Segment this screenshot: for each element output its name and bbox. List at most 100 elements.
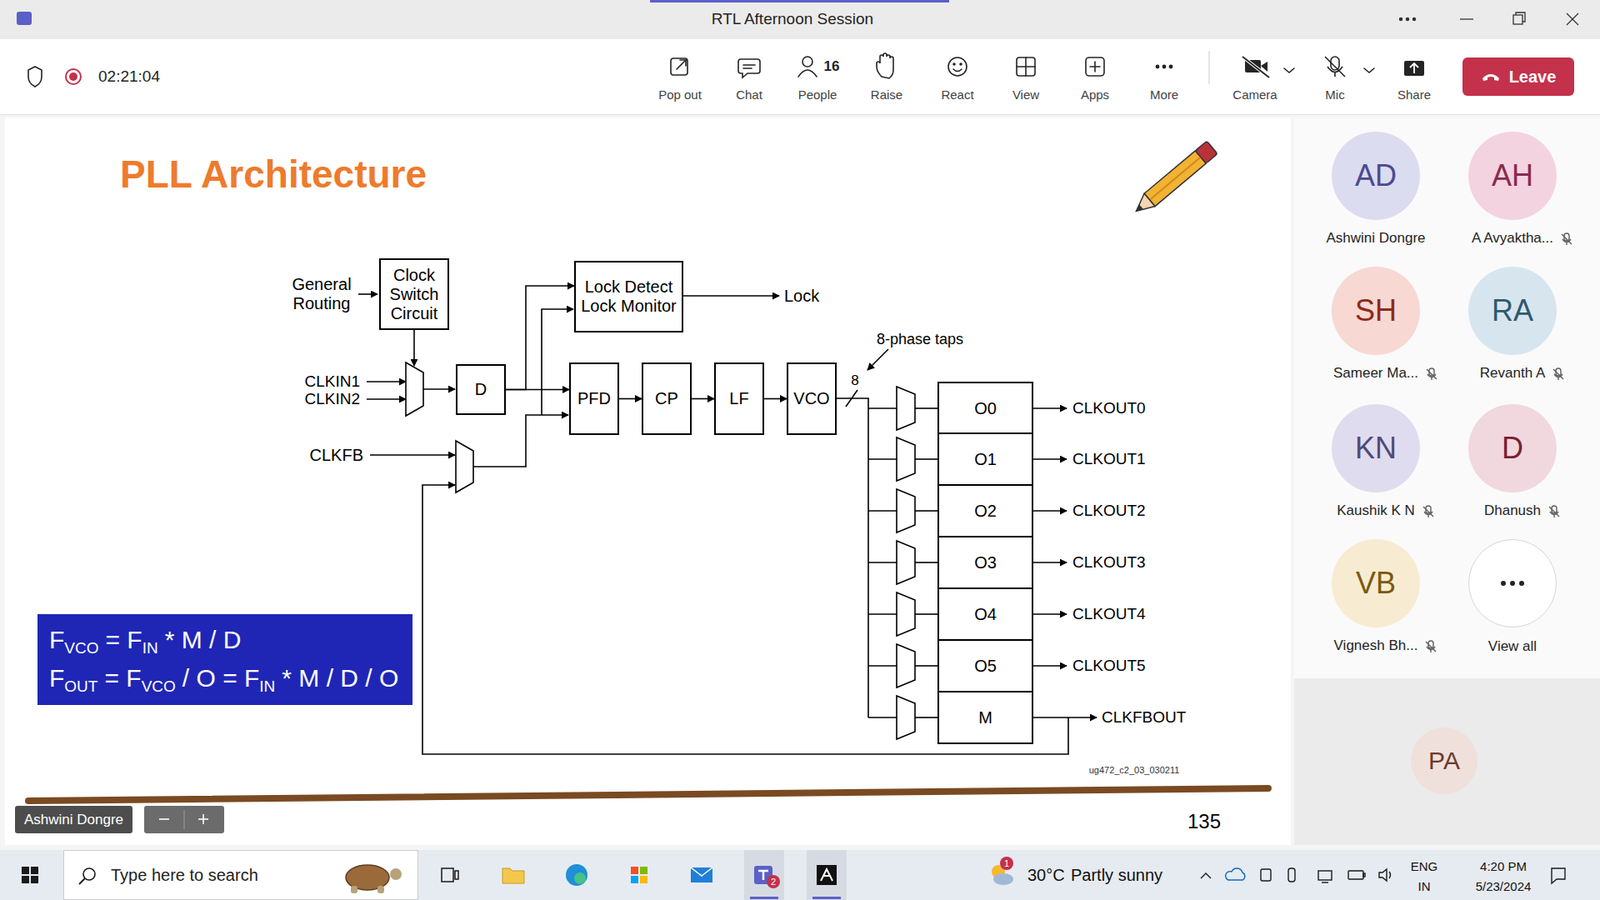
block-box: O4 [937, 587, 1034, 641]
mute-icon [1560, 232, 1574, 246]
edge-icon [565, 864, 588, 886]
teams-taskbar-underline [750, 896, 779, 900]
app-taskbar-icon [816, 865, 837, 885]
mute-icon-slash [1426, 369, 1437, 380]
pll-wires [358, 294, 1097, 755]
text-label: Camera [1232, 87, 1277, 102]
camera-off-icon [1242, 56, 1270, 78]
text-label: IN [1418, 879, 1431, 894]
formula-subscript: OUT [64, 677, 98, 695]
block-label: VCO [793, 389, 830, 409]
mute-icon-slash [1561, 234, 1572, 245]
text-label: 8-phase taps [876, 330, 964, 349]
text-label: CLKOUT2 [1072, 501, 1146, 520]
participant-name: Revanth A [1480, 365, 1545, 382]
text-label: Chat [735, 87, 763, 102]
record-icon [65, 69, 81, 85]
text-label: CLKIN2 [304, 390, 360, 409]
text-label: 02:21:04 [98, 67, 160, 86]
mute-icon-slash [1425, 641, 1436, 652]
block-label: CP [655, 389, 679, 409]
text-label: 4:20 PM [1480, 859, 1527, 874]
record-dot [69, 72, 78, 81]
block-label: M [978, 708, 993, 728]
block-label: Lock Detect [585, 277, 674, 297]
text-label: CLKFBOUT [1101, 708, 1186, 727]
task-view-icon [441, 868, 459, 882]
toolbar [0, 39, 1600, 115]
participant-name: View all [1488, 638, 1537, 655]
text-label: RTL Afternoon Session [711, 10, 874, 29]
formula-subscript: VCO [64, 639, 99, 657]
participant-name: Ashwini Dongre [1325, 230, 1425, 247]
avatar-circle: SHSameer Ma... [1331, 266, 1420, 355]
avatar-initials: SH [1355, 293, 1397, 329]
mute-icon-stem [1430, 650, 1431, 653]
block-box: O0 [937, 381, 1034, 435]
file-explorer-icon [502, 868, 525, 884]
leave-button: Leave [1462, 57, 1575, 96]
speaker-name: Ashwini Dongre [24, 811, 124, 829]
signal-arrow [764, 398, 787, 400]
teams-taskbar-highlight [744, 850, 785, 900]
formula-text: * M / D / O [281, 664, 399, 692]
block-label: PFD [577, 389, 611, 409]
formula-text: / O = F [182, 664, 260, 692]
formula-text: * M / D [165, 625, 242, 654]
pencil-icon [1130, 140, 1218, 218]
avatar-initials: AH [1491, 158, 1534, 194]
turtle-leg [377, 885, 385, 894]
block-box: VCO [786, 362, 837, 435]
mute-icon-slash [1423, 506, 1434, 517]
search-icon-handle [79, 878, 85, 885]
text-label: Pop out [658, 87, 702, 102]
text-label: ENG [1410, 859, 1439, 874]
participant-name: A Avyaktha... [1471, 230, 1554, 247]
text-label: CLKOUT1 [1072, 450, 1146, 469]
text-label: Lock [784, 286, 820, 306]
text-label: Mic [1325, 87, 1345, 102]
slide-title: PLL Architecture [120, 151, 427, 197]
phone-icon [1480, 70, 1501, 83]
block-label: LF [729, 389, 749, 409]
formula-text: F [49, 625, 65, 654]
text-label: 30°C [1027, 865, 1065, 885]
text-label: 8 [850, 372, 859, 390]
text-label: 135 [1187, 810, 1221, 834]
avatar-initials: RA [1491, 293, 1534, 329]
mute-icon-slash [1553, 369, 1564, 380]
mute-icon-stem [1565, 242, 1567, 245]
toolbar-icons [670, 51, 1375, 84]
signal-arrow [505, 285, 575, 390]
search-icon [77, 865, 98, 886]
windows-logo [21, 866, 39, 884]
turtle-leg [350, 885, 358, 894]
participant-name: Vignesh Bh... [1334, 637, 1419, 655]
text-label: CLKFB [310, 445, 364, 465]
text-label: General Routing [284, 275, 360, 314]
avatar-initials: D [1501, 430, 1524, 466]
share-icon [1404, 60, 1425, 76]
text-label: Partly sunny [1070, 865, 1163, 885]
text-label: CLKOUT4 [1072, 605, 1146, 624]
avatar-initials: KN [1355, 430, 1397, 466]
store-icon [630, 866, 648, 884]
text-label: People [798, 87, 838, 102]
text-label: CLKOUT0 [1072, 399, 1146, 418]
block-box: Lock DetectLock Monitor [574, 260, 684, 333]
block-label: O4 [974, 605, 997, 625]
block-box: Clock Switch Circuit [379, 258, 450, 330]
mute-icon [1551, 367, 1565, 381]
notification-badge: 2 [766, 875, 780, 889]
mute-icon-stem [1557, 377, 1559, 380]
avatar-circle: PA [1410, 727, 1478, 795]
search-icon-lens [83, 868, 95, 880]
block-box: O3 [937, 535, 1034, 590]
mute-icon [1547, 505, 1561, 519]
text-label: View [1012, 87, 1040, 102]
dot [1500, 580, 1506, 586]
avatar-circle: AHA Avyaktha... [1468, 131, 1557, 220]
mute-icon-slash [1549, 506, 1560, 517]
slide-area [5, 117, 1291, 845]
